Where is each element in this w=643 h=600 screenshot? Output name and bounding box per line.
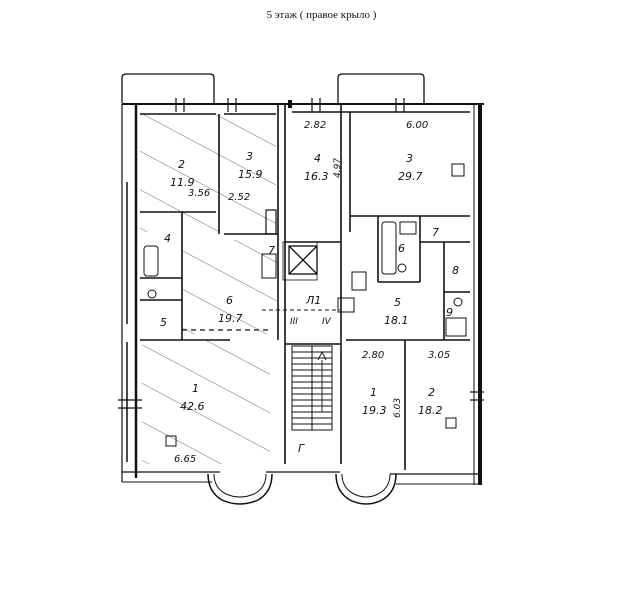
- room-area-right-2: 18.2: [418, 404, 443, 417]
- room-area-left-1: 42.6: [180, 400, 205, 413]
- room-area-right-5: 18.1: [384, 314, 409, 327]
- room-area-right-4: 16.3: [304, 170, 329, 183]
- stair-label: Г: [298, 442, 305, 455]
- dim-3-56: 3.56: [188, 188, 210, 199]
- staircase: [291, 345, 333, 431]
- room-number-left-3: 3: [246, 150, 253, 163]
- lobby-label: Л1: [305, 294, 321, 307]
- room-number-left-2: 2: [178, 158, 185, 171]
- marker-left: III: [290, 317, 298, 327]
- room-number-right-9: 9: [446, 306, 453, 319]
- outer-walls: [121, 100, 484, 485]
- room-number-right-2: 2: [428, 386, 435, 399]
- lift-shaft: [282, 241, 318, 281]
- balconies: [121, 73, 425, 103]
- bay-windows: [207, 473, 397, 505]
- dim-2-80: 2.80: [362, 350, 384, 361]
- dim-3-05: 3.05: [428, 350, 450, 361]
- dim-6-65: 6.65: [174, 454, 196, 465]
- room-number-left-1: 1: [192, 382, 199, 395]
- dim-6-00: 6.00: [406, 120, 428, 131]
- room-number-right-8: 8: [452, 264, 459, 277]
- room-labels: 2 11.9 3 15.9 4 5 6 19.7 7 1 42.6 4 16.3…: [160, 150, 459, 417]
- room-area-left-3: 15.9: [238, 168, 263, 181]
- room-area-left-6: 19.7: [218, 312, 243, 325]
- room-number-right-6: 6: [398, 242, 405, 255]
- window-marks: [118, 98, 484, 409]
- room-number-right-5: 5: [394, 296, 401, 309]
- room-number-left-5: 5: [160, 316, 167, 329]
- room-number-right-7: 7: [432, 226, 439, 239]
- dim-2-52: 2.52: [228, 192, 250, 203]
- room-number-left-6: 6: [226, 294, 233, 307]
- left-apartment-hatch: [140, 114, 277, 464]
- room-number-left-4: 4: [164, 232, 171, 245]
- dim-6-03: 6.03: [393, 398, 403, 418]
- fixtures: [143, 163, 467, 447]
- dim-2-82: 2.82: [304, 120, 326, 131]
- room-number-left-7: 7: [268, 244, 275, 257]
- common-labels: Л1 Г III IV: [290, 294, 332, 455]
- dim-4-97: 4.97: [333, 158, 343, 178]
- sheet-title: 5 этаж ( правое крыло ): [266, 9, 377, 21]
- marker-right: IV: [322, 317, 332, 327]
- room-area-left-2: 11.9: [170, 176, 195, 189]
- interior-walls: [140, 104, 470, 470]
- room-number-right-1: 1: [370, 386, 377, 399]
- room-area-right-1: 19.3: [362, 404, 387, 417]
- room-number-right-4: 4: [314, 152, 321, 165]
- dimension-labels: 3.56 2.52 6.65 2.82 6.00 2.80 3.05 4.97 …: [174, 120, 450, 465]
- room-area-right-3: 29.7: [398, 170, 423, 183]
- room-number-right-3: 3: [406, 152, 413, 165]
